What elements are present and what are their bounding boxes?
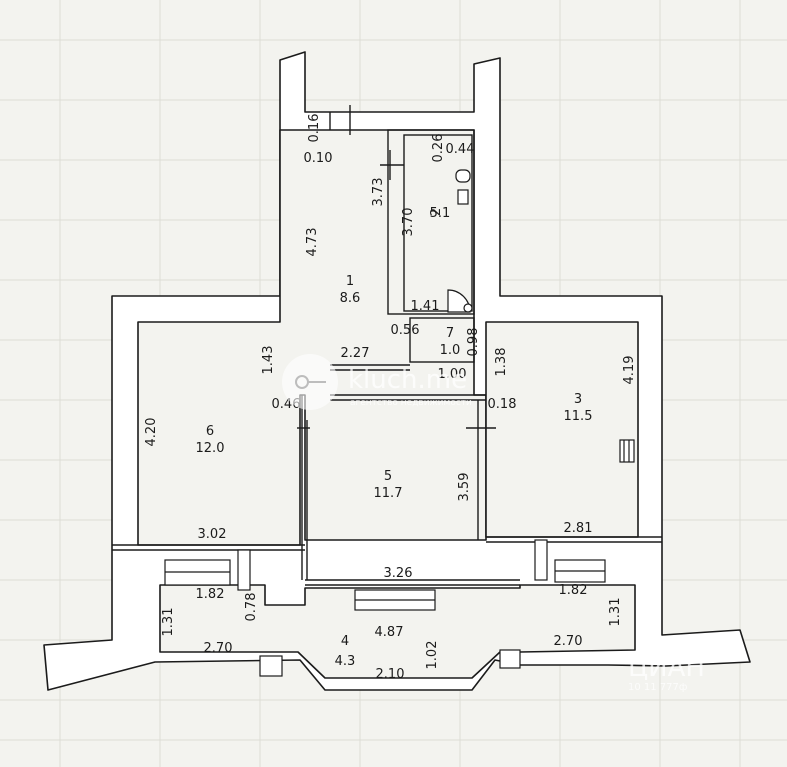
dim-label: 2.10: [376, 667, 405, 682]
toilet-icon: [455, 169, 471, 183]
room-7-area: 1.0: [440, 343, 461, 358]
watermark-brand: kluch.me: [348, 365, 467, 395]
room-1-id: 1: [346, 274, 354, 289]
partitions: [112, 105, 662, 586]
dim-label: 4.19: [622, 356, 637, 385]
dim-label: 0.78: [244, 593, 259, 622]
watermark-corner: ЦИАН 10 11 777ф: [628, 653, 705, 693]
room-6-id: 6: [206, 424, 214, 439]
dim-label: 3.02: [198, 527, 227, 542]
room-5-area: 11.7: [374, 486, 403, 501]
dim-label: 0.18: [488, 397, 517, 412]
dim-label: 3.73: [371, 178, 386, 207]
dim-label: 0.44: [446, 142, 475, 157]
dim-label: 4.20: [144, 418, 159, 447]
dim-label: 1.02: [425, 641, 440, 670]
dim-label: 1.31: [161, 608, 176, 637]
walls: [43, 51, 751, 691]
corner-id: 10 11 777ф: [628, 682, 687, 693]
dim-label: 3.26: [384, 566, 413, 581]
watermark-kluch: kluch.me агентство недвижимости: [282, 354, 472, 410]
dim-label: 1.82: [196, 587, 225, 602]
dim-label: 2.27: [341, 346, 370, 361]
dim-label: 3.70: [401, 208, 416, 237]
dim-label: 0.10: [304, 151, 333, 166]
dim-label: 4.87: [375, 625, 404, 640]
dim-label: 1.82: [559, 583, 588, 598]
dim-label: 0.26: [431, 134, 446, 163]
room-3-id: 3: [574, 392, 582, 407]
sink-icon: [463, 303, 473, 313]
dim-label: 2.70: [204, 641, 233, 656]
dim-label: 3.59: [457, 473, 472, 502]
dim-label: 1.00: [438, 367, 467, 382]
room-7-id: 7: [446, 326, 454, 341]
dim-label: 0.98: [466, 328, 481, 357]
room-5-id: 5: [384, 469, 392, 484]
room-6-area: 12.0: [196, 441, 225, 456]
dim-label: 0.56: [391, 323, 420, 338]
room-labels: 1 8.6 2 5.1 3 11.5 4 4.3 5 11.7 6 12.0 7…: [196, 206, 593, 669]
room-2-id: 2: [429, 208, 444, 216]
dim-label: 4.73: [305, 228, 320, 257]
dim-label: 2.81: [564, 521, 593, 536]
dim-label: 1.43: [261, 346, 276, 375]
room-4-area: 4.3: [335, 654, 356, 669]
room-2-area: 5.1: [430, 206, 451, 221]
windows: [164, 539, 606, 677]
dim-label: 1.38: [494, 348, 509, 377]
room-4-id: 4: [341, 634, 349, 649]
dim-label: 2.70: [554, 634, 583, 649]
fixtures: [447, 169, 635, 463]
dim-label: 1.31: [608, 598, 623, 627]
watermark-tagline: агентство недвижимости: [350, 398, 472, 408]
corner-brand: ЦИАН: [628, 653, 705, 683]
radiator-icon: [457, 189, 469, 205]
dim-label: 1.41: [411, 299, 440, 314]
dim-label: 0.16: [307, 114, 322, 143]
room-3-area: 11.5: [564, 409, 593, 424]
stove-icon: [619, 439, 635, 463]
room-1-area: 8.6: [340, 291, 361, 306]
dimension-labels: 0.16 0.10 0.26 0.44 3.73 3.70 4.73 1.41 …: [144, 114, 637, 682]
